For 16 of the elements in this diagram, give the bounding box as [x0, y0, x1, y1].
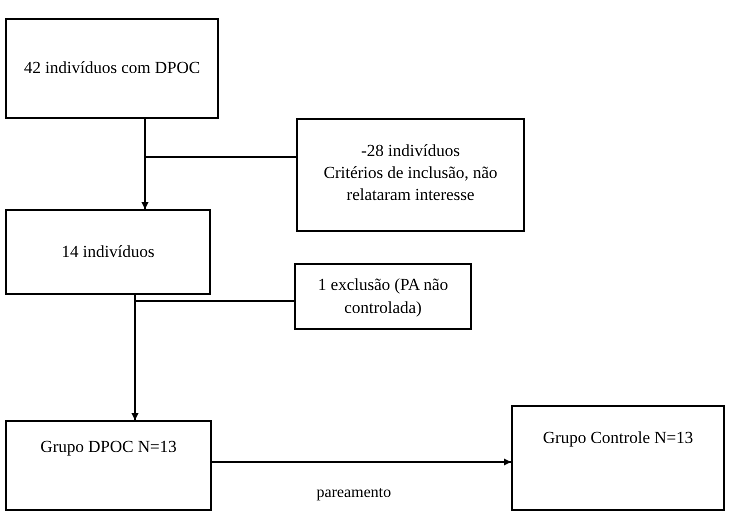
process-box [294, 263, 472, 330]
box-text: Grupo DPOC N=13 [40, 436, 177, 458]
box-text: -28 indivíduos [361, 140, 460, 162]
box-text: 1 exclusão (PA não controlada) [316, 274, 450, 318]
arrow [212, 458, 511, 466]
arrow [142, 156, 296, 209]
arrow [132, 300, 294, 420]
process-box [511, 405, 725, 511]
box-text: Critérios de inclusão, não relataram interesse [322, 162, 498, 206]
process-box [5, 18, 219, 119]
box-text: 42 indivíduos com DPOC [24, 57, 200, 80]
process-box [5, 420, 212, 511]
box-text: 14 indivíduos [61, 240, 155, 263]
process-box [296, 118, 525, 232]
process-box [5, 209, 211, 295]
box-text: Grupo Controle N=13 [542, 427, 694, 449]
